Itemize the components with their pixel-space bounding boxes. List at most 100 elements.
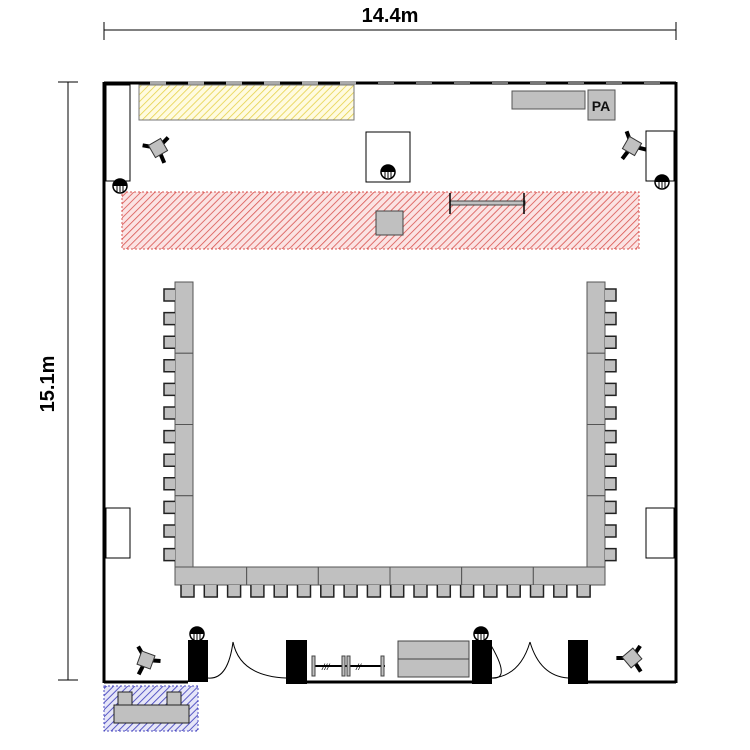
- chair: [605, 524, 617, 538]
- chair: [163, 382, 175, 397]
- table: [389, 566, 463, 586]
- right-door-panel: [645, 507, 675, 559]
- left-door-panel: [105, 507, 131, 559]
- chair: [163, 547, 175, 562]
- window: [644, 81, 660, 85]
- chair: [605, 429, 617, 444]
- svg-text:///: ///: [321, 662, 331, 672]
- chair: [483, 585, 498, 598]
- window: [264, 81, 280, 85]
- camera-on-tripod-icon: [142, 136, 170, 164]
- chair: [366, 585, 382, 598]
- yellow-hatched-area: [138, 84, 355, 121]
- chair: [506, 585, 521, 598]
- storage-table-bottom: [397, 658, 470, 678]
- light-fixture-icon: [112, 178, 128, 194]
- table: [586, 352, 606, 425]
- window: [568, 81, 584, 85]
- chair: [413, 585, 428, 598]
- table: [586, 281, 606, 354]
- window: [226, 81, 242, 85]
- chair: [163, 311, 175, 326]
- lights: [112, 164, 670, 642]
- window: [454, 81, 470, 85]
- chair: [163, 429, 175, 444]
- left-panel: [105, 84, 131, 182]
- chair: [605, 453, 617, 467]
- chair: [605, 477, 617, 491]
- light-fixture-icon: [473, 626, 489, 642]
- pa-box: [587, 89, 616, 121]
- camera-on-tripod-icon: [620, 130, 647, 161]
- chair: [163, 477, 175, 491]
- chair: [226, 585, 242, 598]
- window: [302, 81, 318, 85]
- table: [317, 566, 391, 586]
- chair: [296, 585, 312, 598]
- reception-chair: [166, 691, 182, 706]
- window: [492, 81, 508, 85]
- table: [174, 566, 248, 586]
- chair: [163, 359, 175, 373]
- table: [174, 424, 194, 497]
- table: [246, 566, 319, 586]
- chair: [273, 585, 288, 598]
- light-fixture-icon: [380, 164, 396, 180]
- pillar-left: [188, 640, 208, 682]
- chair: [163, 524, 175, 538]
- window: [416, 81, 432, 85]
- svg-text://: //: [355, 662, 363, 672]
- window: [606, 81, 622, 85]
- chair: [180, 585, 195, 598]
- storage-table-top: [397, 640, 470, 660]
- table: [174, 352, 194, 425]
- table: [174, 281, 194, 354]
- chair: [605, 359, 617, 373]
- stage-box: [375, 210, 404, 236]
- chair: [436, 585, 452, 598]
- table: [586, 424, 606, 497]
- pillar-center-right: [472, 640, 492, 684]
- reception-desk: [113, 704, 190, 724]
- chair: [553, 585, 568, 598]
- right-panel: [645, 130, 675, 182]
- stage-rail: [449, 193, 526, 214]
- table: [532, 566, 606, 586]
- window: [530, 81, 546, 85]
- chair: [389, 585, 405, 598]
- width-dimension: 14.4m: [103, 5, 677, 40]
- chair: [163, 335, 175, 349]
- chair: [163, 288, 175, 302]
- pa-table: [511, 90, 586, 110]
- window: [150, 81, 166, 85]
- chair: [163, 453, 175, 467]
- right-double-door[interactable]: [488, 641, 569, 679]
- chair: [605, 335, 617, 349]
- chair: [203, 585, 219, 598]
- reception-chair: [117, 691, 133, 706]
- window: [378, 81, 394, 85]
- pa-label: PA: [592, 98, 610, 114]
- chair: [605, 547, 617, 562]
- chair: [343, 585, 358, 598]
- pillar-right: [568, 640, 588, 684]
- height-dimension: 15.1m: [37, 81, 78, 681]
- window: [340, 81, 356, 85]
- pillar-center-left: [286, 640, 307, 684]
- chair: [605, 311, 617, 326]
- light-fixture-icon: [189, 626, 205, 642]
- chair: [529, 585, 545, 598]
- window: [188, 81, 204, 85]
- chairs: [163, 288, 617, 598]
- windows: [150, 81, 660, 85]
- left-double-door[interactable]: [207, 641, 287, 679]
- table: [586, 495, 606, 568]
- chair: [605, 500, 617, 515]
- table: [174, 495, 194, 568]
- height-label: 15.1m: [37, 356, 59, 413]
- chair: [459, 585, 475, 598]
- chair: [605, 288, 617, 302]
- width-label: 14.4m: [362, 5, 419, 27]
- camera-on-tripod-icon: [616, 644, 643, 673]
